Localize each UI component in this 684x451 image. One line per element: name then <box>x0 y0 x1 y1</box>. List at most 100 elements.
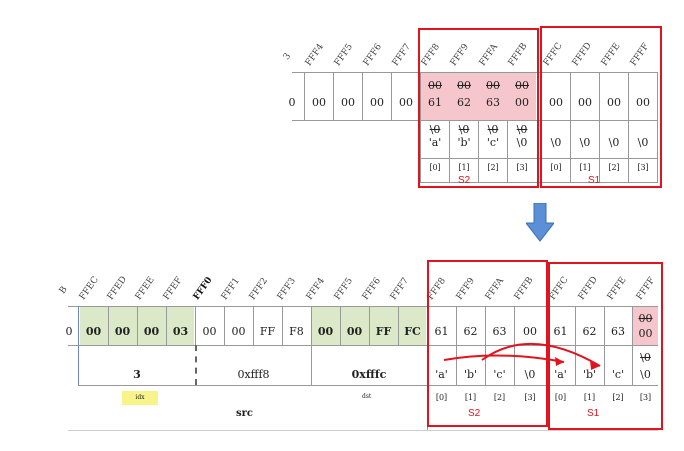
byte-cell: 00 <box>143 325 160 338</box>
byte-cell: 00 <box>636 96 650 109</box>
address-label: FFED <box>105 274 130 302</box>
grid-line <box>628 72 629 182</box>
index-cell: [2] <box>612 393 624 402</box>
byte-cell: 00 <box>607 96 621 109</box>
char-cell: 'b' <box>463 368 478 381</box>
byte-cell: 63 <box>486 96 500 109</box>
grid-line <box>68 306 658 307</box>
index-cell: [0] <box>429 163 441 172</box>
grid-line <box>478 72 479 182</box>
char-cell: \0 <box>608 136 620 149</box>
address-label: B <box>57 284 70 296</box>
byte-cell: 61 <box>434 325 449 338</box>
grid-line <box>420 158 658 159</box>
address-label: FFF4 <box>304 276 328 302</box>
index-cell: [3] <box>516 163 528 172</box>
index-cell: [3] <box>639 393 652 402</box>
grid-line <box>78 306 79 385</box>
char-cell: 'b' <box>582 368 597 381</box>
index-cell: [1] <box>458 163 470 172</box>
src-label: src <box>236 408 253 419</box>
old-char-cell: \0 <box>429 123 441 136</box>
grid-line <box>369 306 370 345</box>
address-label: FFEE <box>133 275 157 302</box>
byte-cell: 00 <box>202 325 217 338</box>
grid-line <box>420 72 421 182</box>
byte-cell: 00 <box>523 325 537 338</box>
byte-cell: 63 <box>611 325 625 338</box>
s2-byte-highlight <box>421 73 536 120</box>
index-cell: [2] <box>487 163 499 172</box>
address-label: 3 <box>281 51 294 62</box>
old-byte-cell: 00 <box>457 79 471 92</box>
address-label: FFF1 <box>219 276 243 302</box>
grid-line <box>485 306 486 385</box>
grid-line <box>224 306 225 345</box>
index-cell: [2] <box>608 163 620 172</box>
dst-label: dst <box>362 393 372 400</box>
s2-highlight-box <box>418 28 539 188</box>
grid-line <box>391 72 392 120</box>
address-label: FFEC <box>77 275 101 302</box>
char-cell: 'a' <box>554 368 567 381</box>
byte-cell: 03 <box>172 325 189 338</box>
grid-line <box>449 72 450 182</box>
old-char-cell: \0 <box>458 123 470 136</box>
char-cell: 'a' <box>428 136 442 149</box>
dashed-separator <box>195 345 197 385</box>
grid-line <box>340 306 341 345</box>
char-cell: \0 <box>579 136 591 149</box>
grid-line <box>657 72 658 182</box>
s2-label: S2 <box>468 408 481 419</box>
src-value: 0xfff8 <box>237 368 270 381</box>
grid-line <box>166 306 167 345</box>
char-cell: \0 <box>640 368 651 381</box>
grid-line <box>195 306 196 345</box>
address-label: FFEF <box>161 275 185 302</box>
byte-cell: 62 <box>457 96 471 109</box>
old-byte-cell: 00 <box>486 79 500 92</box>
grid-line <box>68 430 658 431</box>
old-byte-cell: 00 <box>638 312 653 325</box>
grid-line <box>575 306 576 385</box>
byte-cell: 00 <box>85 325 102 338</box>
address-label: FFF0 <box>191 275 215 302</box>
byte-cell: 00 <box>549 96 563 109</box>
byte-cell: 0 <box>288 96 296 109</box>
index-cell: [3] <box>524 393 536 402</box>
byte-cell: 62 <box>463 325 478 338</box>
byte-cell: 00 <box>399 96 413 109</box>
s2-label: S2 <box>458 175 471 186</box>
byte-cell: F8 <box>289 325 304 338</box>
byte-cell: 00 <box>114 325 131 338</box>
grid-line <box>282 306 283 345</box>
old-char-cell: \0 <box>487 123 499 136</box>
address-label: FFF5 <box>332 42 356 68</box>
grid-line <box>456 306 457 385</box>
index-cell: [1] <box>579 163 591 172</box>
s1-label: S1 <box>587 408 600 419</box>
char-cell: 'c' <box>486 136 500 149</box>
address-label: FFF7 <box>388 276 412 302</box>
byte-cell: FF <box>259 325 276 338</box>
grid-line <box>362 72 363 120</box>
address-label: FFF6 <box>360 276 384 302</box>
char-cell: \0 <box>637 136 649 149</box>
char-cell: \0 <box>516 136 528 149</box>
byte-cell: FC <box>404 325 421 338</box>
idx-value: 3 <box>133 368 141 381</box>
copy-arrows-icon <box>443 343 601 370</box>
char-cell: 'c' <box>493 368 506 381</box>
byte-cell: 62 <box>582 325 597 338</box>
byte-cell: 00 <box>515 96 529 109</box>
idx-label: idx <box>122 391 158 405</box>
grid-line <box>333 72 334 120</box>
address-label: FFF7 <box>390 42 414 68</box>
index-cell: [0] <box>550 163 562 172</box>
index-cell: [2] <box>493 393 506 402</box>
grid-line <box>311 306 312 385</box>
char-cell: 'b' <box>457 136 471 149</box>
s1-highlight-box <box>540 26 662 188</box>
char-cell: \0 <box>550 136 562 149</box>
grid-line <box>78 385 658 386</box>
